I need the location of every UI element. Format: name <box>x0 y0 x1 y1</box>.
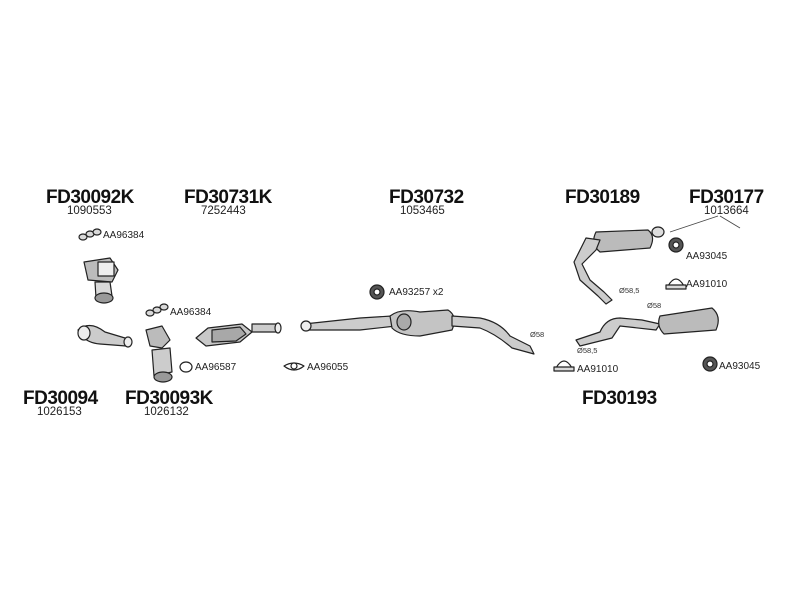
part-ref: 1053465 <box>400 205 445 217</box>
catalyst-fd30092k <box>83 257 119 304</box>
rear-silencer-fd30189 <box>573 226 665 305</box>
leader-line <box>669 215 719 233</box>
part-code: FD30189 <box>565 187 640 208</box>
accessory-label: AA93045 <box>719 361 761 372</box>
part-code: FD30731K <box>184 187 272 208</box>
diameter-label: Ø58,5 <box>577 346 598 355</box>
part-code: FD30094 <box>23 388 98 409</box>
gasket-icon-mid <box>145 303 169 317</box>
diameter-label: Ø58,5 <box>619 286 640 295</box>
part-code: FD30093K <box>125 388 213 409</box>
middle-silencer-fd30732 <box>300 309 535 355</box>
part-ref: 1090553 <box>67 205 112 217</box>
part-code: FD30732 <box>389 187 464 208</box>
accessory-label: AA96384 <box>170 307 212 318</box>
part-ref: 1026132 <box>144 406 189 418</box>
accessory-label: AA91010 <box>686 279 728 290</box>
rubber-mount-icon-bottom-right <box>702 356 718 372</box>
clamp-icon-bottom <box>553 360 575 372</box>
rubber-mount-icon-mid <box>369 284 385 300</box>
part-code: FD30177 <box>689 187 764 208</box>
part-ref: 7252443 <box>201 205 246 217</box>
accessory-label: AA96055 <box>307 362 349 373</box>
gasket-icon-top <box>78 228 102 241</box>
catalyst-fd30731k <box>195 322 282 347</box>
accessory-label: AA96384 <box>103 230 145 241</box>
part-code: FD30092K <box>46 187 134 208</box>
rear-silencer-fd30193 <box>575 307 719 347</box>
leader-line <box>719 215 741 229</box>
part-code: FD30193 <box>582 388 657 409</box>
flange-gasket-icon <box>283 362 305 371</box>
clamp-icon-right <box>665 278 687 290</box>
part-ref: 1013664 <box>704 205 749 217</box>
accessory-label: AA93257 x2 <box>389 287 444 298</box>
diameter-label: Ø58 <box>530 330 545 339</box>
accessory-label: AA91010 <box>577 364 619 375</box>
downpipe-fd30094 <box>77 324 133 348</box>
ring-icon <box>179 361 193 373</box>
part-ref: 1026153 <box>37 406 82 418</box>
catalyst-fd30093k <box>145 325 173 383</box>
accessory-label: AA96587 <box>195 362 237 373</box>
rubber-mount-icon-top-right <box>668 237 684 253</box>
accessory-label: AA93045 <box>686 251 728 262</box>
diameter-label: Ø58 <box>647 301 662 310</box>
